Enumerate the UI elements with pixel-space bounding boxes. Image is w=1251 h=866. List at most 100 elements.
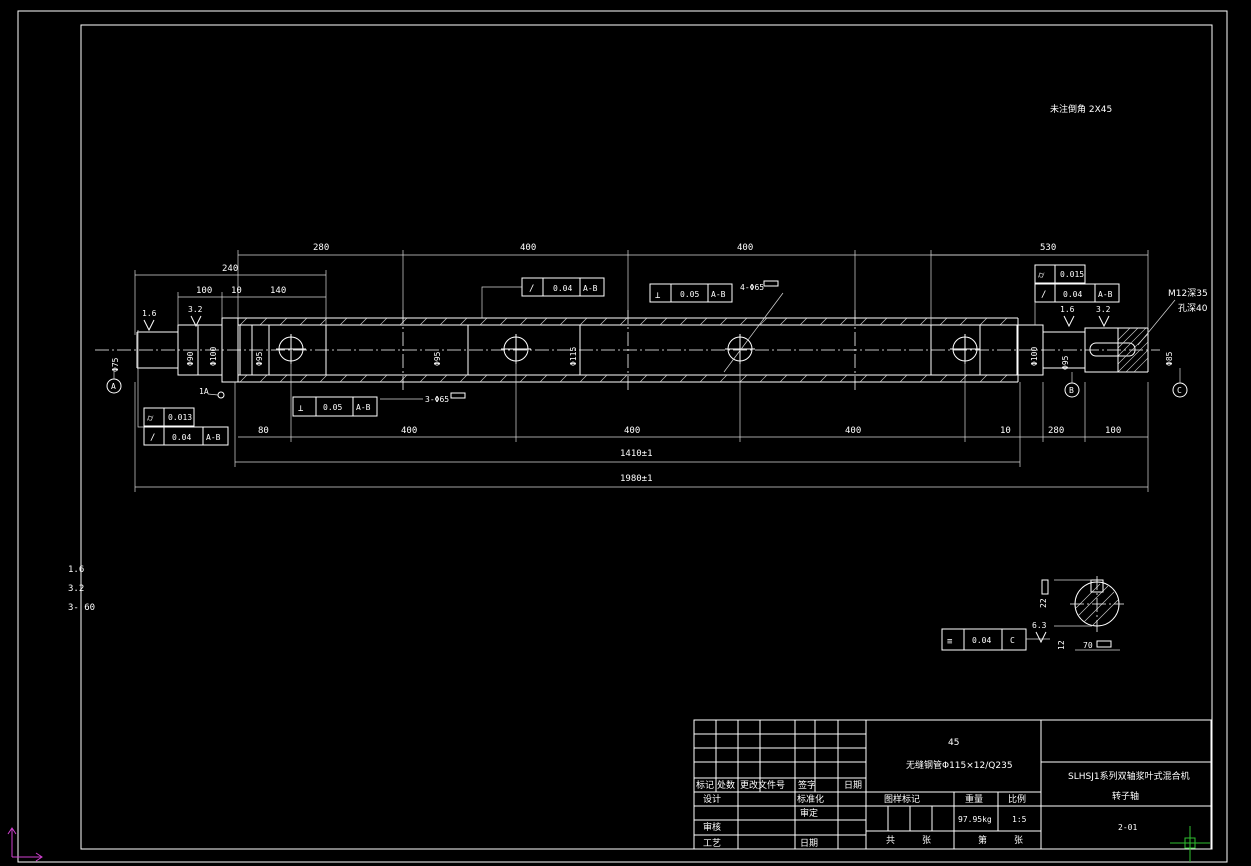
thread-note-2: 孔深40 [1178, 303, 1208, 314]
tb-mark: 标记 [696, 779, 714, 791]
dimensions: 240 100 10 140 280 400 400 530 80 400 40… [111, 243, 1208, 492]
dim-10: 10 [231, 286, 242, 296]
tol-perp-top-val: 0.05 [680, 290, 699, 299]
rough-1-6: 1.6 [142, 309, 157, 318]
dim-400b: 400 [737, 243, 753, 253]
tol-perp-top-dat: A-B [711, 290, 726, 299]
tb-stage: 图样标记 [884, 793, 920, 805]
sec-dim-12: 12 [1057, 640, 1066, 650]
tb-product: SLHSJ1系列双轴浆叶式混合机 [1068, 770, 1190, 782]
tol-sym-val: 0.04 [972, 636, 991, 645]
dia-115: Φ115 [569, 347, 578, 366]
dia-90: Φ90 [186, 351, 195, 366]
tb-process: 工艺 [703, 838, 721, 849]
roughness-note-2: 3.2 [68, 584, 84, 594]
datum-c: C [1177, 386, 1182, 395]
tol-right-cyl-sym: ⌭ [1038, 271, 1045, 281]
tol-perp-bot-sym: ⊥ [298, 404, 304, 414]
tol-left-run-sym: / [150, 433, 155, 443]
tb-ratio: 比例 [1008, 793, 1026, 805]
datum-b: B [1069, 386, 1074, 395]
roughness-note-1: 1.6 [68, 565, 84, 575]
tol-right-cyl-val: 0.015 [1060, 270, 1084, 279]
title-block: 标记 处数 更改文件号 签字 日期 设计 标准化 审定 审核 工艺 日期 45 … [693, 719, 1212, 850]
tol-left-run-dat: A-B [206, 433, 221, 442]
sec-dim-22: 22 [1039, 598, 1048, 608]
tb-change: 更改文件号 [740, 779, 785, 791]
dim-530: 530 [1040, 243, 1056, 253]
shaft-drawing [95, 310, 1160, 392]
tol-left-cyl-sym: ⌭ [147, 414, 154, 424]
dim-400a: 400 [520, 243, 536, 253]
dia-100: Φ100 [209, 347, 218, 366]
dim-400e: 400 [845, 426, 861, 436]
dia-95-left: Φ95 [255, 351, 264, 366]
dia-95-mid: Φ95 [433, 351, 442, 366]
tol-sym-dat: C [1010, 636, 1015, 645]
tb-drawing-no: 2-01 [1118, 823, 1137, 832]
chamfer-mark: 1A [199, 387, 209, 396]
outer-border [17, 10, 1228, 863]
tb-sheet-word: 张 [922, 835, 931, 846]
tb-sheets: 共 [886, 835, 895, 846]
dia-100-right: Φ100 [1030, 347, 1039, 366]
tol-sym-sym: ≡ [947, 637, 953, 647]
tol-runout-top-val: 0.04 [553, 284, 572, 293]
tol-runout-top-dat: A-B [583, 284, 598, 293]
datum-markers: A B C [106, 368, 1188, 398]
dim-10b: 10 [1000, 426, 1011, 436]
tb-material-sub: 无缝钢管Φ115×12/Q235 [906, 759, 1013, 771]
dim-400d: 400 [624, 426, 640, 436]
dim-280: 280 [313, 243, 329, 253]
chamfer-note: 未注倒角 2X45 [1050, 103, 1112, 115]
tb-date2: 日期 [800, 838, 818, 849]
thread-note-1: M12深35 [1168, 288, 1208, 299]
tb-review: 审核 [703, 821, 721, 833]
dim-280b: 280 [1048, 426, 1064, 436]
dim-100b: 100 [1105, 426, 1121, 436]
dim-240: 240 [222, 264, 238, 274]
rough-right-3-2: 3.2 [1096, 305, 1111, 314]
section-view: 22 6.3 12 70 [1032, 576, 1124, 651]
hole-note-3: 3-Φ65 [425, 395, 449, 404]
tol-right-run-dat: A-B [1098, 290, 1113, 299]
rough-3-2: 3.2 [188, 305, 203, 314]
datum-a: A [111, 382, 116, 391]
tb-scale: 1:5 [1012, 815, 1027, 824]
tol-left-cyl-val: 0.013 [168, 413, 192, 422]
tol-perp-top-sym: ⊥ [655, 291, 661, 301]
dia-85: Φ85 [1165, 351, 1174, 366]
tb-material: 45 [948, 738, 959, 748]
tol-runout-top-sym: / [529, 284, 534, 294]
hole-note-4: 4-Φ65 [740, 283, 764, 292]
dim-1410: 1410±1 [620, 449, 653, 459]
dim-100: 100 [196, 286, 212, 296]
tb-page-word: 张 [1014, 835, 1023, 846]
tb-design: 设计 [703, 793, 721, 805]
rough-right-1-6: 1.6 [1060, 305, 1075, 314]
tol-perp-bot-dat: A-B [356, 403, 371, 412]
tol-left-run-val: 0.04 [172, 433, 191, 442]
tb-count: 处数 [717, 779, 735, 791]
tb-standard: 标准化 [797, 793, 824, 805]
tb-page: 第 [978, 834, 987, 846]
dim-80: 80 [258, 426, 269, 436]
tb-mass: 97.95kg [958, 815, 992, 824]
tb-approve: 审定 [800, 807, 818, 819]
inner-frame [80, 24, 1213, 850]
dim-400c: 400 [401, 426, 417, 436]
sec-dim-6-3: 6.3 [1032, 621, 1047, 630]
tb-date: 日期 [844, 780, 862, 791]
dia-75: Φ75 [111, 357, 120, 372]
dia-95-right: Φ95 [1061, 355, 1070, 370]
tol-perp-bot-val: 0.05 [323, 403, 342, 412]
tolerance-frames: / 0.04 A-B ⊥ 0.05 A-B ⊥ 0.05 A-B ⌭ 0.013… [137, 264, 1120, 651]
sec-dim-70: 70 [1083, 641, 1093, 650]
tb-part-name: 转子轴 [1112, 790, 1139, 802]
tb-weight: 重量 [965, 793, 983, 805]
tb-sign: 签字 [798, 779, 816, 791]
tol-right-run-val: 0.04 [1063, 290, 1082, 299]
cursor-crosshair [1170, 826, 1210, 862]
dim-1980: 1980±1 [620, 474, 653, 484]
